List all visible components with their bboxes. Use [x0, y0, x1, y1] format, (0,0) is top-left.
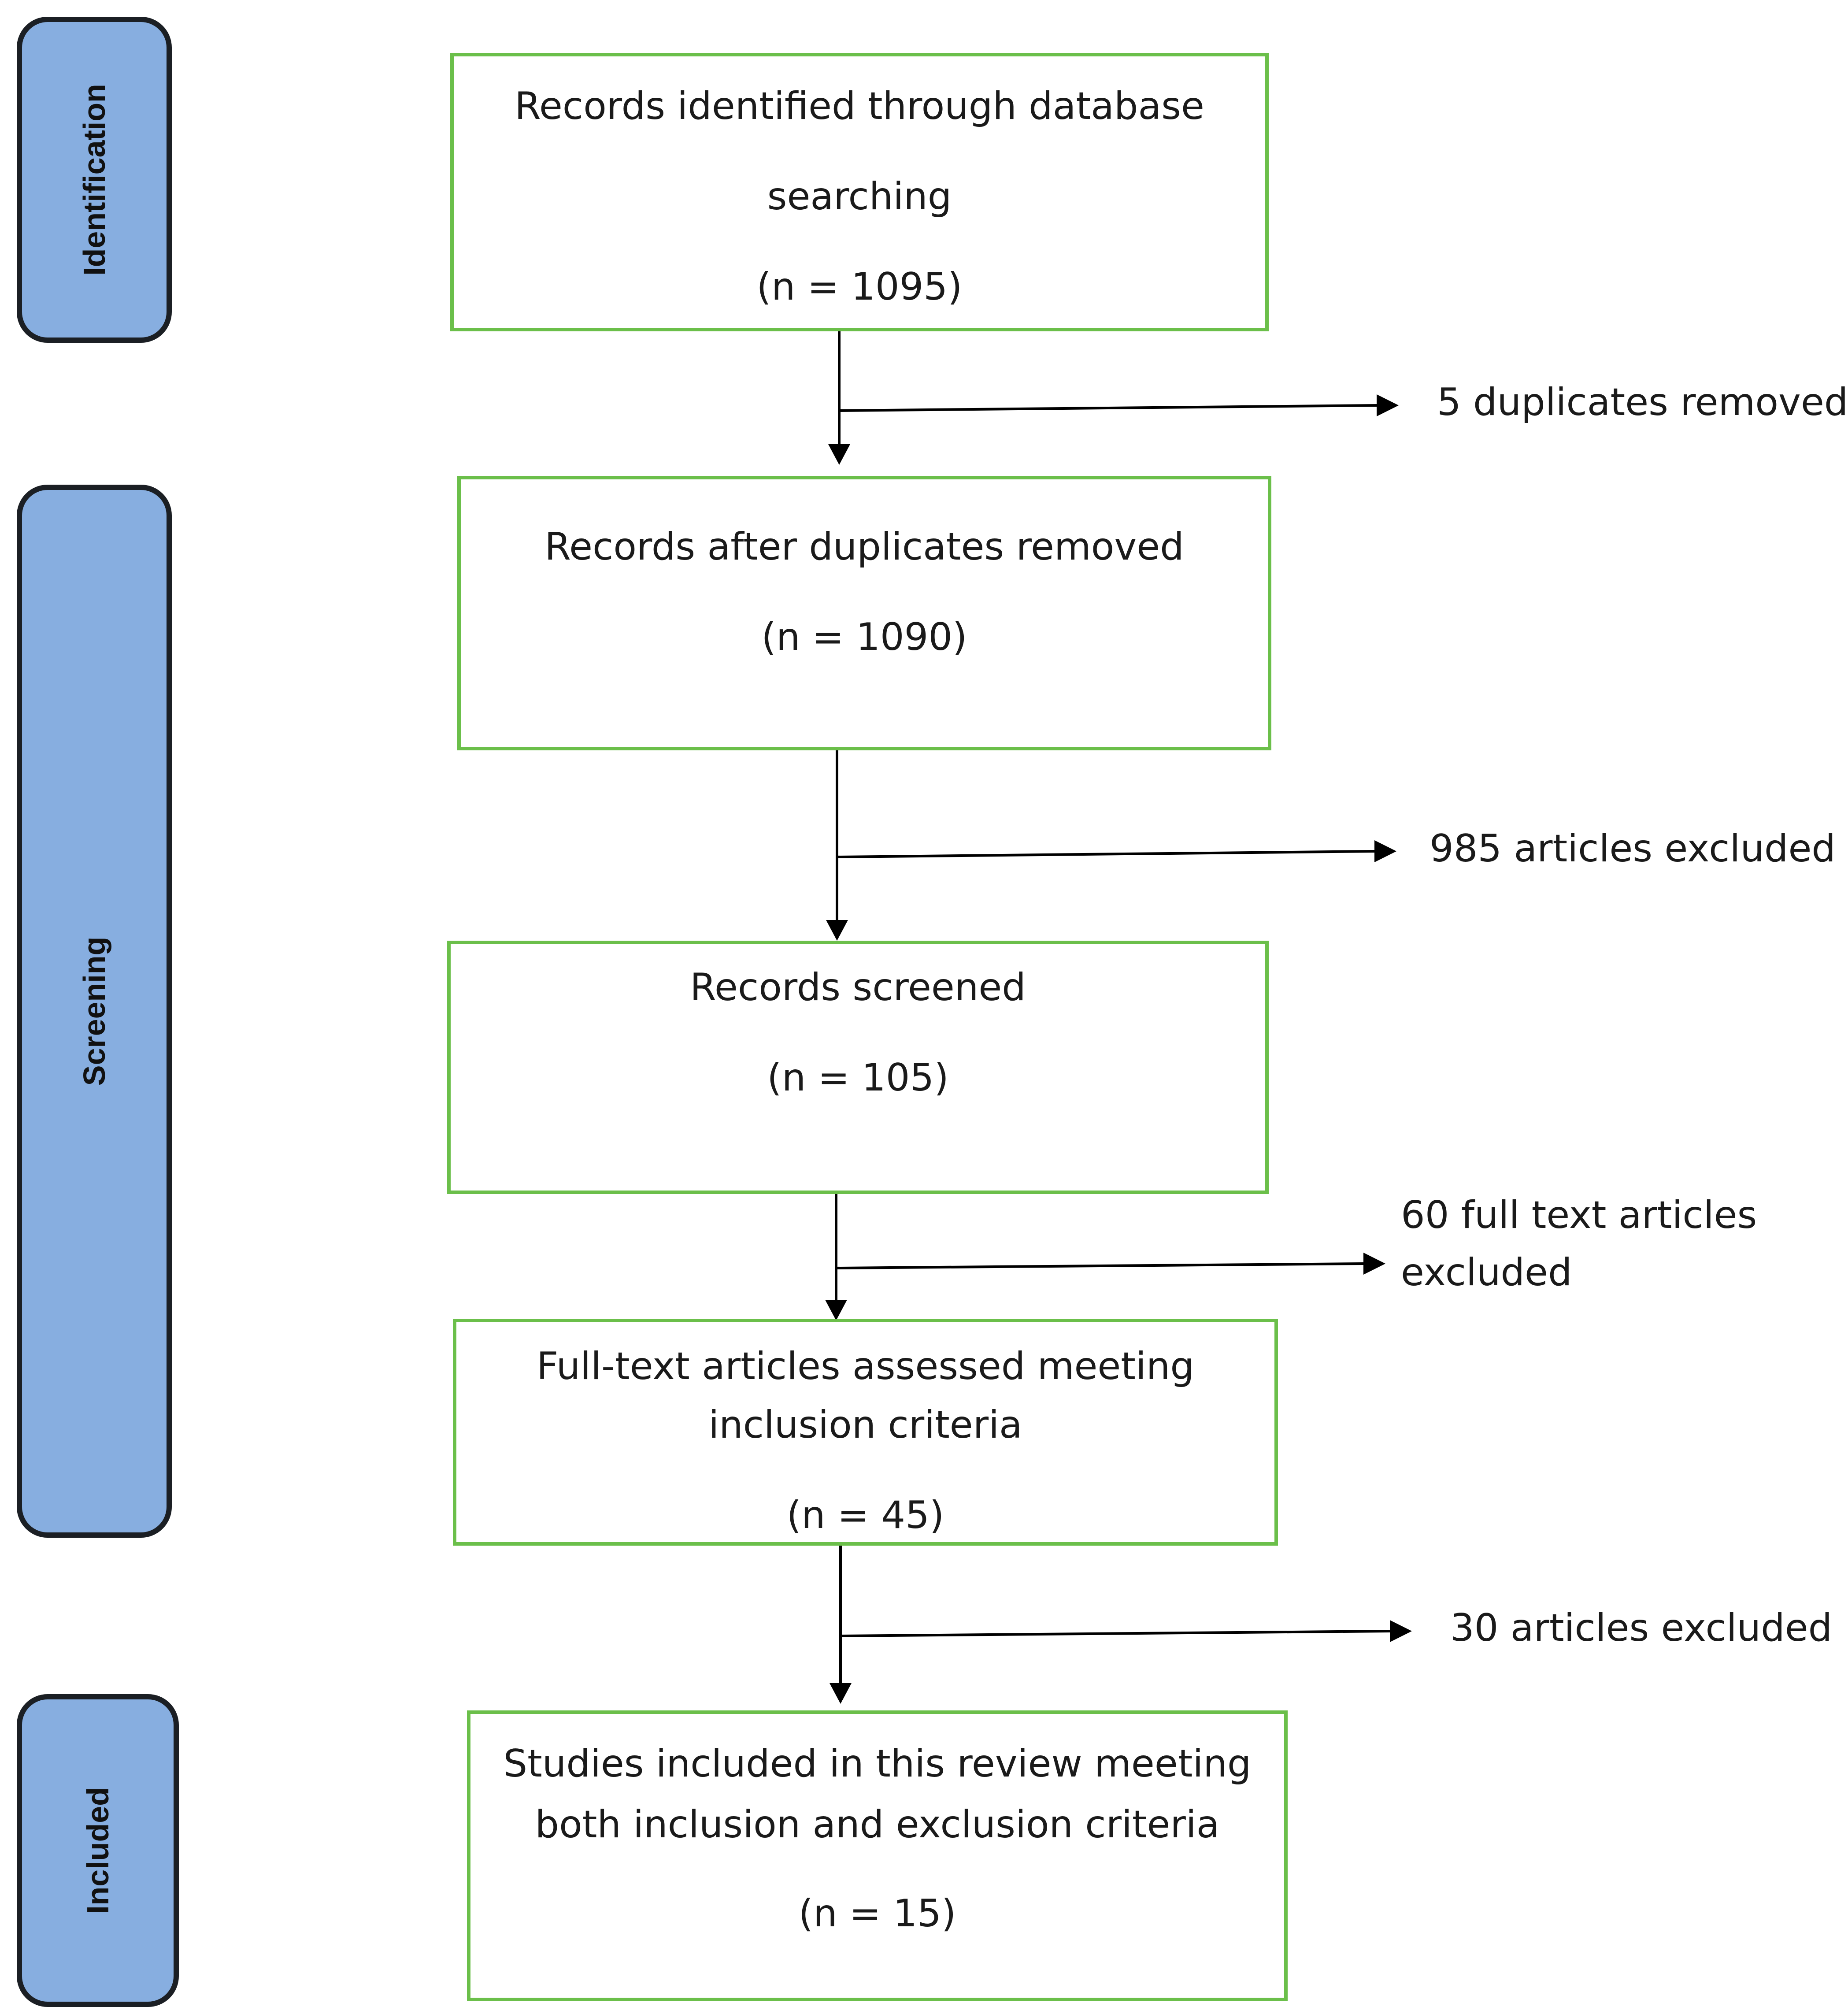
- box-records-screened-line1: Records screened: [690, 965, 1026, 1009]
- box-full-text-assessed: Full-text articles assessed meeting incl…: [453, 1319, 1278, 1546]
- label-60-excluded-line1: 60 full text articles: [1401, 1193, 1757, 1237]
- box-full-text-assessed-line2: inclusion criteria: [708, 1403, 1022, 1447]
- arrowhead-60: [1363, 1253, 1385, 1275]
- label-30-excluded: 30 articles excluded: [1450, 1606, 1833, 1650]
- box-studies-included-line1: Studies included in this review meeting: [503, 1742, 1252, 1786]
- box-records-screened: Records screened (n = 105): [447, 941, 1269, 1194]
- box-records-identified: Records identified through database sear…: [450, 53, 1269, 331]
- label-duplicates-removed: 5 duplicates removed: [1437, 380, 1848, 424]
- arrowhead-screened: [826, 920, 848, 941]
- stage-included: Included: [17, 1694, 179, 2007]
- arrowhead-duplicates: [1377, 394, 1399, 416]
- box-records-after-duplicates-line1: Records after duplicates removed: [544, 525, 1184, 569]
- arrowhead-985: [1374, 840, 1396, 862]
- box-studies-included: Studies included in this review meeting …: [467, 1710, 1288, 2001]
- box-records-after-duplicates: Records after duplicates removed (n = 10…: [457, 476, 1271, 750]
- stage-identification: Identification: [17, 17, 172, 343]
- box-records-after-duplicates-count: (n = 1090): [761, 615, 967, 659]
- arrowhead-deduped: [828, 444, 850, 465]
- arrow-30-branch: [840, 1630, 1390, 1637]
- label-985-excluded: 985 articles excluded: [1430, 827, 1836, 871]
- box-records-identified-count: (n = 1095): [756, 265, 963, 309]
- arrowhead-30: [1390, 1620, 1412, 1642]
- box-studies-included-line2: both inclusion and exclusion criteria: [535, 1803, 1220, 1847]
- arrow-985-branch: [837, 850, 1375, 858]
- box-records-identified-line1: Records identified through database: [515, 84, 1204, 128]
- box-studies-included-count: (n = 15): [798, 1892, 956, 1936]
- label-60-excluded-line2: excluded: [1401, 1250, 1572, 1294]
- stage-screening: Screening: [17, 485, 172, 1538]
- box-full-text-assessed-count: (n = 45): [786, 1493, 944, 1537]
- box-records-identified-line2: searching: [767, 174, 952, 219]
- arrow-duplicates-branch: [839, 404, 1379, 412]
- arrowhead-included: [830, 1683, 852, 1704]
- arrowhead-fulltext: [825, 1300, 847, 1320]
- box-records-screened-count: (n = 105): [767, 1056, 949, 1100]
- box-full-text-assessed-line1: Full-text articles assessed meeting: [536, 1344, 1195, 1388]
- arrow-60-branch: [836, 1262, 1364, 1269]
